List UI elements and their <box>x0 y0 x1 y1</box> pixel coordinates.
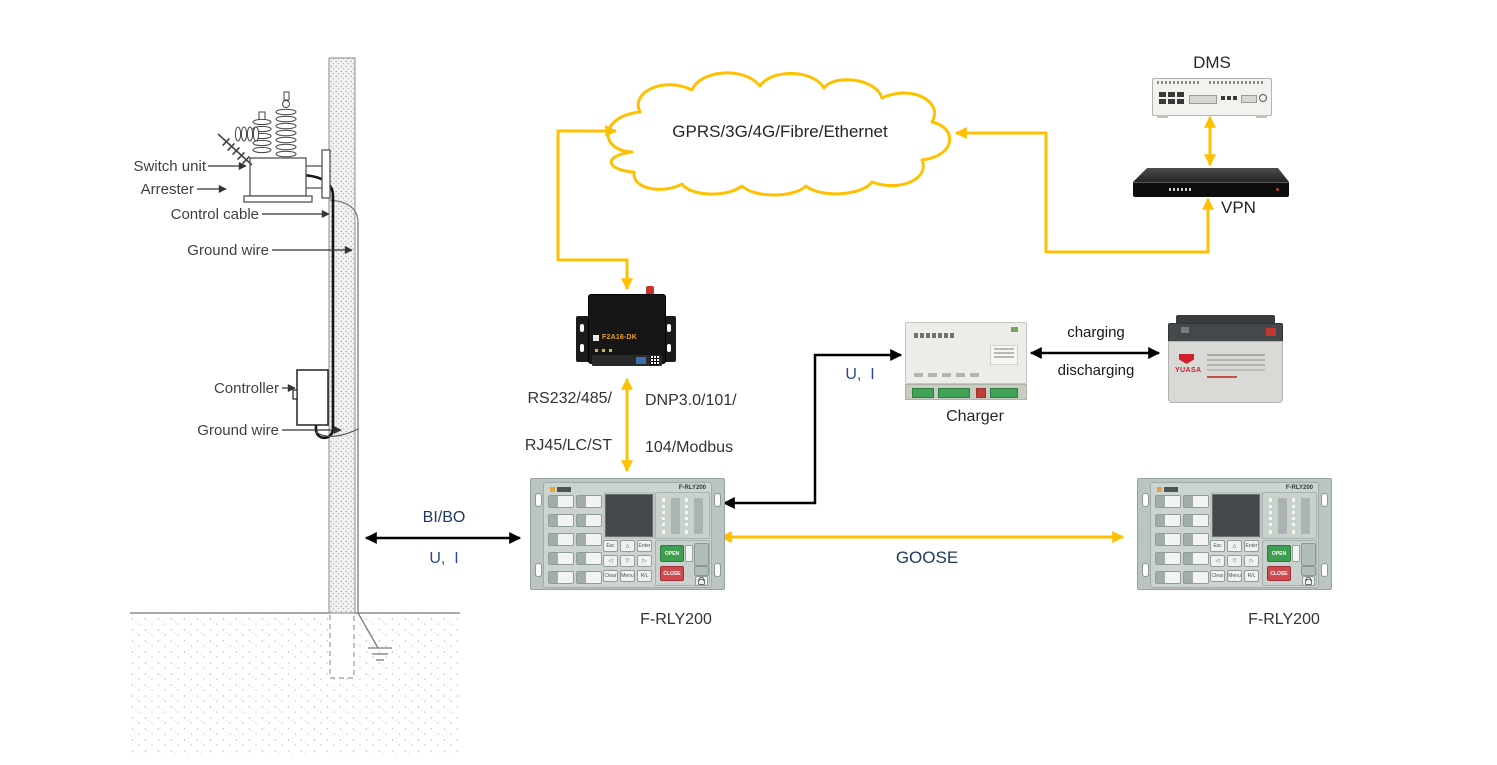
lock-icon <box>1302 576 1315 586</box>
battery-device: YUASA <box>1168 315 1283 403</box>
cloud-label: GPRS/3G/4G/Fibre/Ethernet <box>672 122 888 141</box>
label-switch-unit: Switch unit <box>133 158 206 175</box>
label-ui-pole: U, I <box>429 550 459 567</box>
link-relay-charger <box>722 349 903 509</box>
charger-label: Charger <box>946 408 1004 425</box>
relay-open-button: OPEN <box>1267 545 1291 562</box>
link-cloud-vpn <box>954 127 1214 254</box>
dms-label: DMS <box>1193 53 1231 72</box>
relay-led-panel <box>1262 492 1317 539</box>
relay-left-caption: F-RLY200 <box>640 611 712 628</box>
label-ground-wire-top: Ground wire <box>187 242 269 259</box>
black-links <box>364 347 1161 544</box>
battery-brand-text: YUASA <box>1175 367 1202 374</box>
label-ui-charger: U, I <box>845 366 875 383</box>
relay-lcd <box>605 494 653 537</box>
label-charging: charging <box>1067 324 1125 341</box>
link-cloud-modem <box>556 125 633 291</box>
dms-vent-right <box>1209 81 1265 84</box>
vpn-label: VPN <box>1221 198 1256 217</box>
relay-function-buttons <box>1155 495 1209 584</box>
label-discharging: discharging <box>1057 362 1135 379</box>
bushings <box>234 91 297 158</box>
relay-function-buttons <box>548 495 602 584</box>
qr-code <box>650 356 659 365</box>
antenna-connector <box>646 286 654 296</box>
buried-pole-section <box>329 612 355 679</box>
battery-positive-terminal <box>1266 328 1276 336</box>
label-leaders <box>197 162 353 434</box>
label-control-cable: Control cable <box>170 206 259 223</box>
relay-lcd <box>1212 494 1260 537</box>
controller-latch <box>292 389 298 400</box>
yellow-links <box>556 115 1216 543</box>
label-controller: Controller <box>213 380 279 397</box>
network-cloud <box>606 71 952 197</box>
lock-icon <box>695 576 708 586</box>
modem-leds <box>595 349 612 352</box>
dms-device <box>1152 78 1272 118</box>
earth-symbol <box>368 647 392 661</box>
label-protocol-1: DNP3.0/101/ <box>645 392 737 409</box>
label-bibo: BI/BO <box>422 509 466 526</box>
relay-open-button: OPEN <box>660 545 684 562</box>
controller-box <box>296 369 329 426</box>
relay-model-text: F-RLY200 <box>678 485 706 491</box>
relay-model-text: F-RLY200 <box>1285 485 1313 491</box>
control-cable-line <box>297 173 335 440</box>
label-serial-1: RS232/485/ <box>527 390 612 407</box>
ground-wire-line <box>329 199 379 649</box>
label-arrester: Arrester <box>140 181 194 198</box>
soil-texture <box>130 613 460 755</box>
pole-illustration <box>130 57 460 755</box>
label-protocol-2: 104/Modbus <box>645 439 734 456</box>
ground-wire-bottom-line <box>315 428 359 437</box>
charger-device <box>905 318 1027 402</box>
relay-right-caption: F-RLY200 <box>1248 611 1320 628</box>
relay-led-panel <box>655 492 710 539</box>
label-goose: GOOSE <box>895 548 959 567</box>
relay-close-button: CLOSE <box>1267 566 1291 581</box>
label-serial-2: RJ45/LC/ST <box>524 437 612 454</box>
modem-model-text: F2A16-DK <box>602 334 638 341</box>
dms-vent-left <box>1157 81 1201 84</box>
cellular-modem: F2A16-DK <box>576 286 676 374</box>
arrester-drawing <box>217 133 253 166</box>
relay-close-button: CLOSE <box>660 566 684 581</box>
label-ground-wire-bottom: Ground wire <box>197 422 279 439</box>
battery-logo <box>1179 354 1194 364</box>
switch-unit-drawing <box>243 149 331 203</box>
vpn-server <box>1133 168 1289 198</box>
